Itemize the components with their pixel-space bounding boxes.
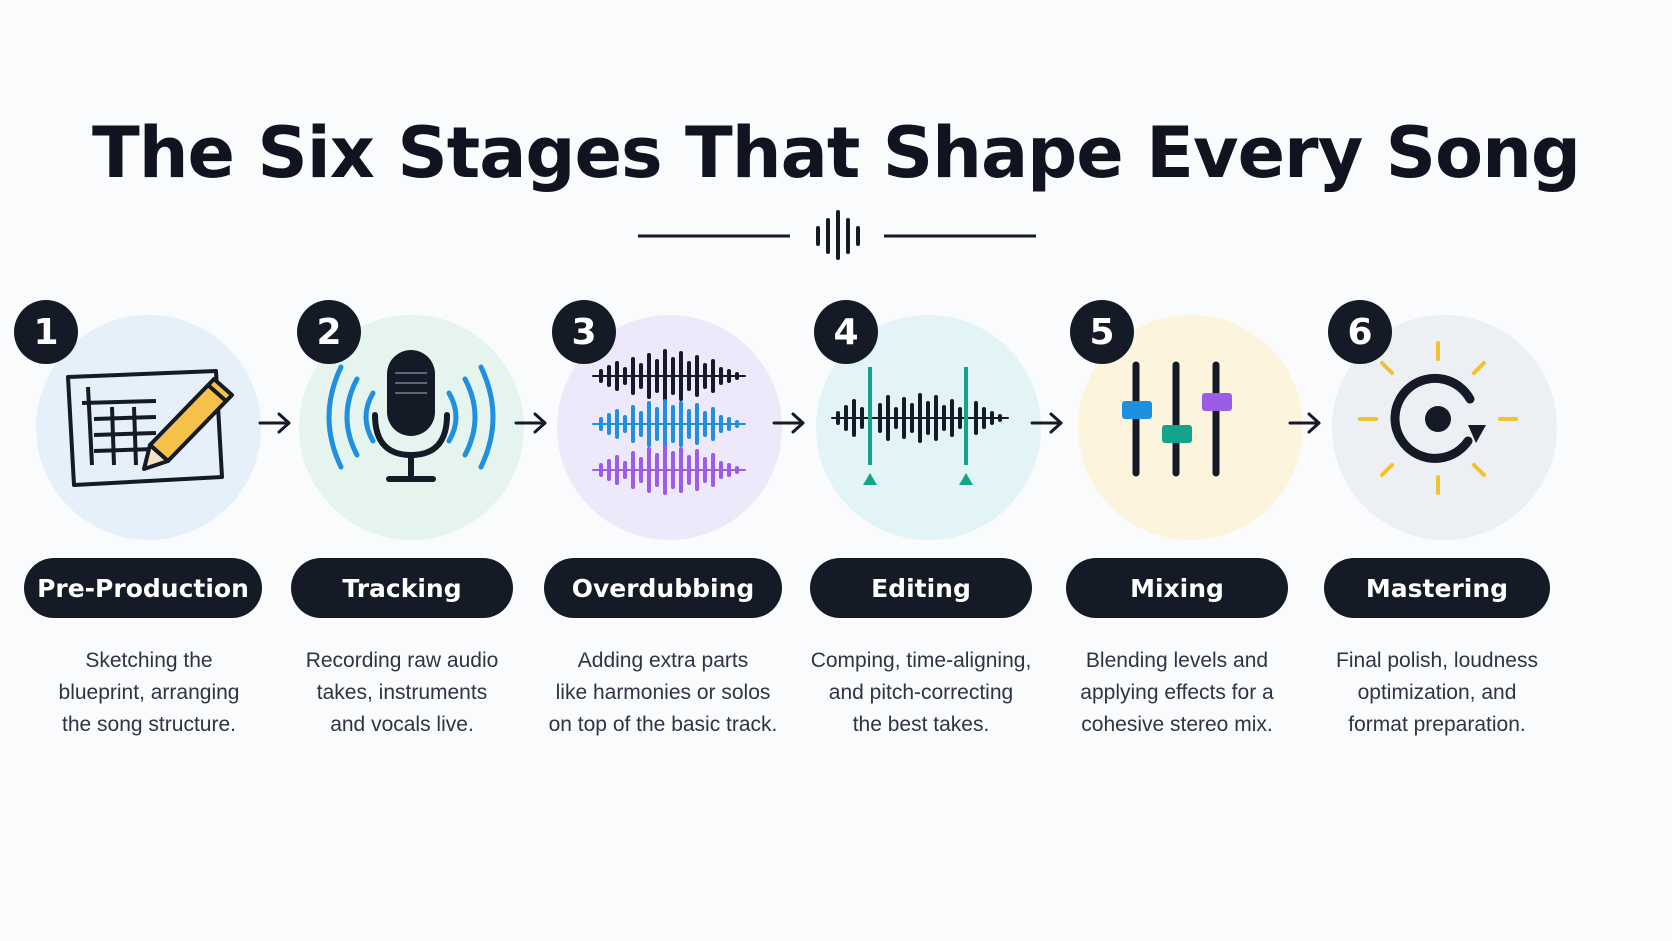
stage-label: Pre-Production: [24, 558, 262, 618]
stage-label: Overdubbing: [544, 558, 782, 618]
arrow-right-icon: [772, 412, 805, 434]
waveform-edit-markers-icon: [831, 367, 1009, 485]
stage-label: Mixing: [1066, 558, 1288, 618]
title-divider: [638, 210, 1036, 260]
polish-cycle-icon: [1358, 341, 1518, 495]
layered-waveforms-icon: [592, 349, 746, 495]
step-number-badge: 2: [297, 300, 361, 364]
stage-label: Mastering: [1324, 558, 1550, 618]
fader-sliders-icon: [1122, 361, 1232, 477]
step-number-badge: 1: [14, 300, 78, 364]
step-number-badge: 6: [1328, 300, 1392, 364]
step-number-badge: 4: [814, 300, 878, 364]
page-title: The Six Stages That Shape Every Song: [91, 112, 1581, 194]
sound-wave-icon: [816, 210, 860, 260]
stage-4: 4 Editing Comping, time-aligning,and pit…: [808, 300, 1088, 760]
blueprint-pencil-icon: [66, 369, 234, 487]
step-number-badge: 5: [1070, 300, 1134, 364]
step-number-badge: 3: [552, 300, 616, 364]
stage-label: Tracking: [291, 558, 513, 618]
arrow-right-icon: [514, 412, 547, 434]
arrow-right-icon: [1288, 412, 1321, 434]
microphone-icon: [326, 350, 496, 482]
arrow-right-icon: [1030, 412, 1063, 434]
arrow-right-icon: [258, 412, 291, 434]
stage-3-circle: [557, 315, 782, 540]
stage-1-circle: [36, 315, 261, 540]
stage-description: Comping, time-aligning,and pitch-correct…: [810, 649, 1032, 736]
stage-label: Editing: [810, 558, 1032, 618]
